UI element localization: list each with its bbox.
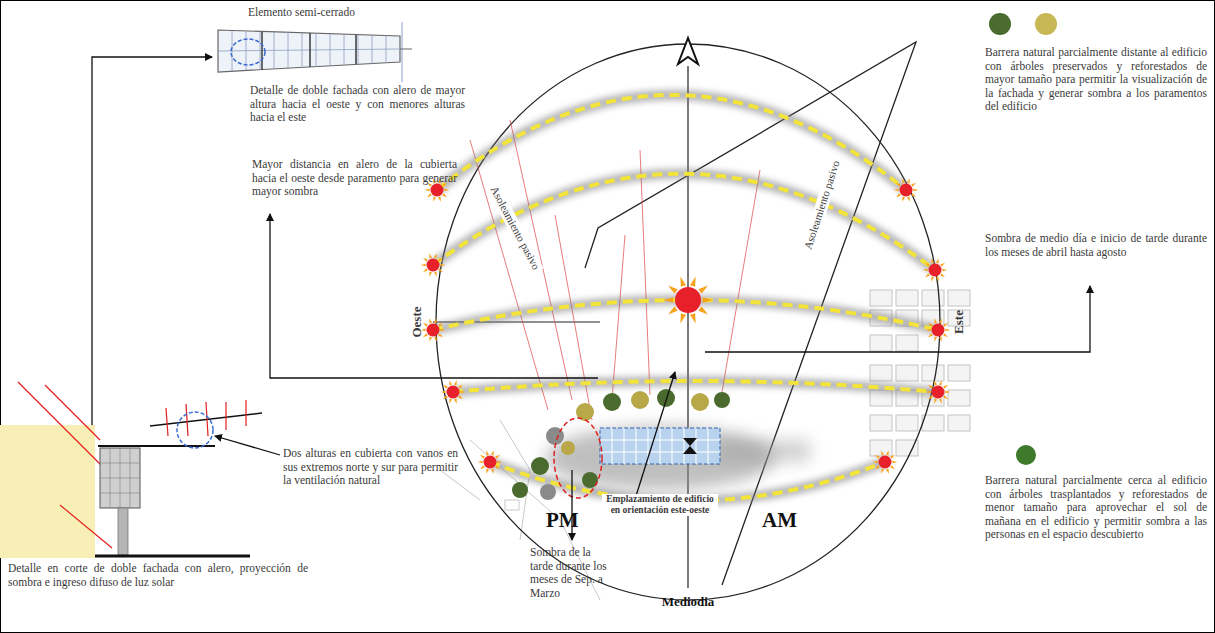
east-shadow xyxy=(720,440,810,462)
sun-symbol xyxy=(663,277,712,324)
cardinal-label: Oeste xyxy=(409,306,424,337)
leader-lines xyxy=(92,57,1090,540)
callout-note: Sombra de la tarde durante los meses de … xyxy=(530,546,614,600)
facade-detail xyxy=(218,22,412,82)
north-arrow xyxy=(678,38,698,64)
sun-symbol xyxy=(441,380,466,403)
building-label: Emplazamiento de edificio en orientación… xyxy=(602,494,718,516)
sun-symbol xyxy=(873,450,898,473)
callout-note: Detalle de doble fachada con alero de ma… xyxy=(250,84,465,125)
time-label: AM xyxy=(762,508,797,533)
callout-note: Detalle en corte de doble fachada con al… xyxy=(8,562,308,589)
callout-note: Mayor distancia en alero de la cubierta … xyxy=(252,158,457,199)
sun-symbol xyxy=(926,380,951,403)
sun-arcs xyxy=(433,95,938,501)
building-plan xyxy=(554,418,720,498)
callout-note: Sombra de medio día e inicio de tarde du… xyxy=(985,232,1207,259)
axis-label: Asoleamiento pasivo xyxy=(801,157,843,253)
time-label: PM xyxy=(546,508,579,533)
sun-symbol xyxy=(421,253,446,276)
sun-symbol xyxy=(926,318,951,341)
callout-note: Barrera natural parcialmente distante al… xyxy=(985,46,1207,114)
sun-symbol xyxy=(923,258,948,281)
cardinal-label: Mediodia xyxy=(662,594,715,609)
element-label: Elemento semi-cerrado xyxy=(248,6,355,20)
callout-note: Dos alturas en cubierta con vanos en sus… xyxy=(283,447,458,488)
axis-label: Asoleamiento pasivo xyxy=(487,182,544,273)
sun-symbol xyxy=(894,178,919,201)
sun-symbols xyxy=(421,178,951,473)
section-detail xyxy=(0,382,262,558)
callout-note: Barrera natural parcialmente cerca al ed… xyxy=(985,474,1207,542)
trees xyxy=(512,13,1057,500)
sun-symbol xyxy=(478,450,503,473)
sun-rays xyxy=(470,120,760,420)
cardinal-label: Este xyxy=(951,310,966,334)
